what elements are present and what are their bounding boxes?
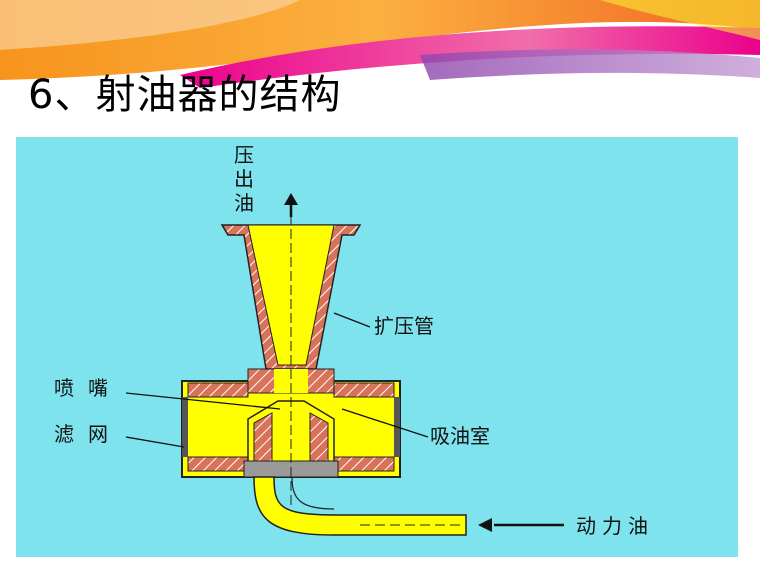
filter-screen-label: 滤网 bbox=[54, 422, 122, 446]
nozzle-label: 喷嘴 bbox=[54, 376, 122, 400]
outlet-oil-label: 压 bbox=[234, 143, 254, 167]
slide-title: 6、射油器的结构 bbox=[28, 72, 342, 118]
suction-chamber-label: 吸油室 bbox=[430, 424, 490, 448]
decorative-banner bbox=[0, 0, 760, 112]
power-oil-label: 动力油 bbox=[576, 514, 654, 538]
diagram-background bbox=[16, 137, 738, 557]
outlet-oil-label: 出 bbox=[234, 167, 254, 191]
outlet-oil-label: 油 bbox=[234, 191, 254, 215]
power-oil-inlet-pipe bbox=[253, 476, 467, 536]
diffuser-label: 扩压管 bbox=[374, 314, 434, 338]
ejector-structure-diagram: 压 出 油 扩压管 喷嘴 滤网 吸油室 动力油 bbox=[16, 137, 738, 557]
outlet-arrow bbox=[284, 193, 298, 217]
leader-lines bbox=[125, 312, 429, 448]
power-oil-arrow bbox=[478, 518, 564, 532]
